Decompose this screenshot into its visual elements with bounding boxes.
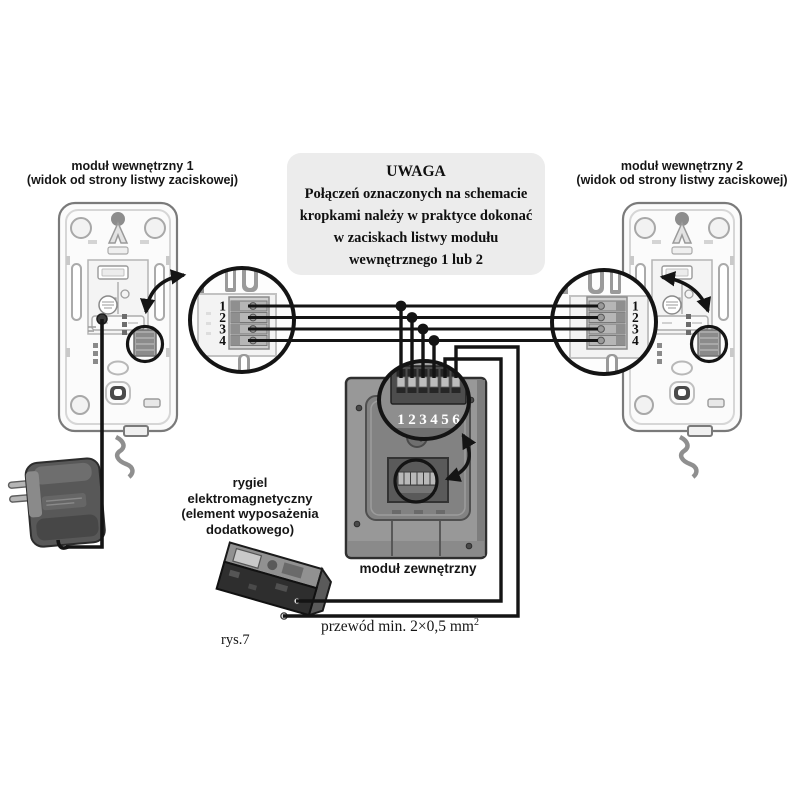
module2-title: moduł wewnętrzny 2 (620, 159, 744, 173)
junction-dots (395, 300, 440, 346)
warning-box: UWAGA Połączeń oznaczonych na schemacie … (287, 153, 545, 275)
terminal-block-4 (586, 296, 628, 350)
handset-cord (678, 434, 699, 479)
terminal-number: 3 (219, 322, 226, 337)
module1-subtitle: (widok od strony listwy zaciskowej) (26, 172, 239, 187)
module2-label: moduł wewnętrzny 2 (widok od strony list… (572, 159, 792, 187)
highlight-ring-module2 (689, 324, 729, 364)
outdoor-module-label: moduł zewnętrzny (359, 561, 477, 576)
bolt-label: rygiel elektromagnetyczny (element wypos… (152, 475, 348, 537)
warning-line: kropkami należy w praktyce dokonać (299, 208, 533, 224)
bolt-wire-6 (283, 345, 520, 618)
bolt-label-line: dodatkowego) (205, 521, 295, 537)
indoor-module-2-device (621, 201, 743, 479)
wiring (66, 304, 598, 618)
module1-label: moduł wewnętrzny 1 (widok od strony list… (25, 159, 240, 187)
figure-number: rys.7 (221, 632, 250, 648)
zoom-arrows (139, 269, 712, 482)
terminal-number: 1 (219, 299, 226, 314)
wire-spec-exponent: 2 (473, 617, 479, 628)
warning-line: Połączeń oznaczonych na schemacie (304, 186, 528, 202)
terminal-number: 2 (219, 310, 226, 325)
zoom-circle-right (550, 268, 658, 376)
terminal-number: 4 (632, 333, 639, 348)
indoor-module-1-device (57, 201, 179, 479)
highlight-ring-module1 (125, 324, 165, 364)
terminal-number: 6 (452, 412, 460, 428)
terminal-number: 4 (430, 412, 438, 428)
wire-spec-label: przewód min. 2×0,5 mm2 (321, 617, 479, 636)
terminal-number: 3 (632, 322, 639, 337)
junction-dot (406, 312, 418, 323)
junction-dot (395, 300, 407, 312)
terminal-number: 2 (632, 310, 639, 325)
bolt-label-line: rygiel (232, 475, 268, 490)
junction-dot (428, 335, 440, 346)
inset-module2-terminals: 1 2 3 4 (550, 268, 658, 376)
inset-module1-terminals: 1 2 3 4 (188, 266, 296, 374)
terminal-number: 1 (632, 299, 639, 314)
bolt-label-line: elektromagnetyczny (187, 490, 313, 506)
zoom-arrow-module2 (659, 271, 712, 314)
bolt-label-line: (element wyposażenia (181, 506, 319, 521)
warning-line: wewnętrznego 1 lub 2 (348, 252, 484, 268)
warning-line: w zaciskach listwy modułu (333, 230, 499, 246)
power-adapter (7, 457, 106, 548)
module1-title: moduł wewnętrzny 1 (71, 159, 194, 173)
zoom-arrow-module1 (139, 269, 187, 315)
terminal-number: 5 (441, 412, 449, 428)
terminal-number: 3 (419, 412, 427, 428)
terminal-number: 2 (408, 412, 416, 428)
electromagnetic-bolt-device (215, 541, 333, 617)
zoom-arrow-outdoor (444, 432, 477, 482)
highlight-ring-outdoor (393, 458, 439, 504)
zoom-circle-left (188, 266, 296, 374)
terminal-number: 4 (219, 333, 226, 348)
junction-dot (417, 323, 429, 335)
handset-cord (114, 434, 135, 479)
bolt-wire-5 (296, 357, 503, 603)
terminal-block-6 (396, 369, 461, 393)
module2-subtitle: (widok od strony listwy zaciskowej) (576, 172, 788, 187)
adapter-wire (66, 319, 104, 549)
warning-title: UWAGA (386, 163, 446, 180)
terminal-number: 1 (397, 412, 405, 428)
